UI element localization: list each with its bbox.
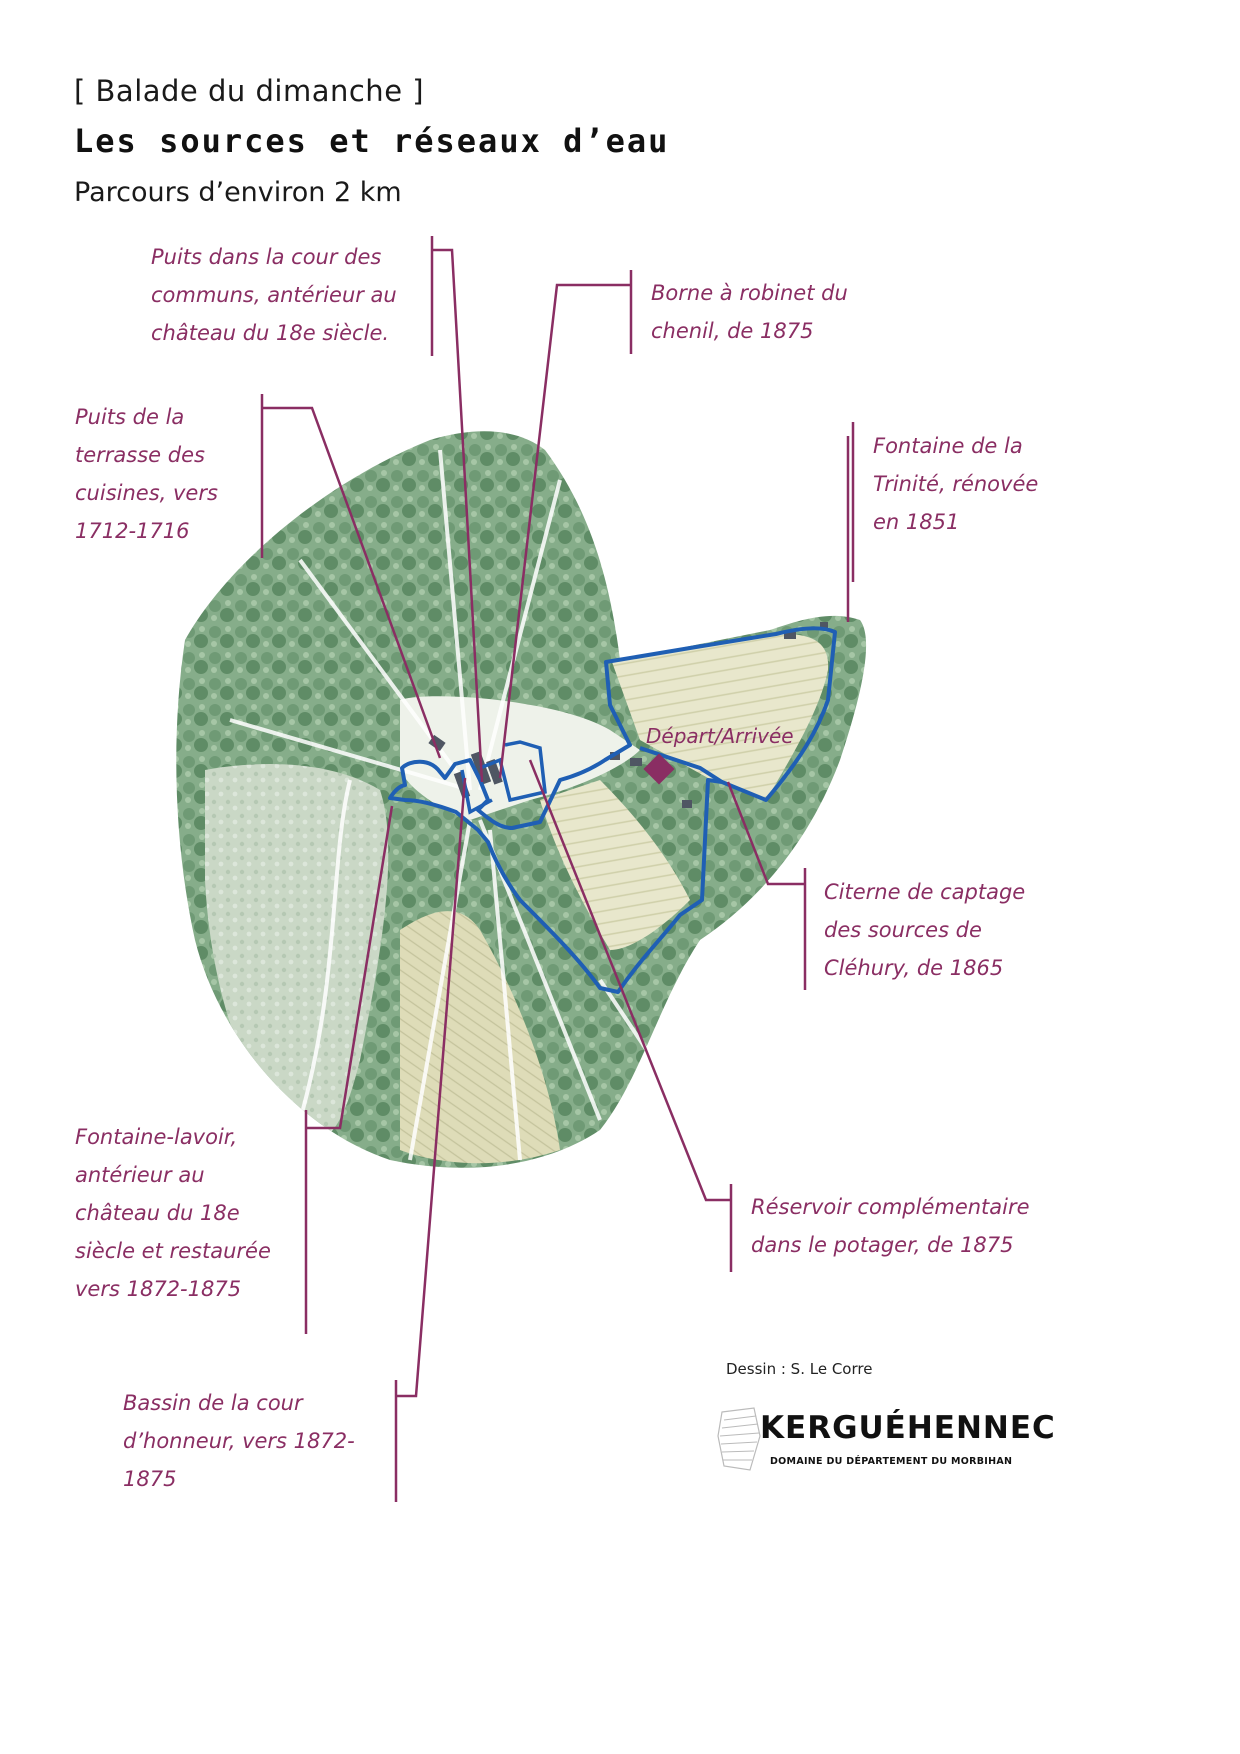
start-label: Départ/Arrivée bbox=[646, 724, 794, 748]
annotation-fontaine-trinite: Fontaine de la Trinité, rénovée en 1851 bbox=[873, 434, 1039, 534]
annotation-borne-chenil: Borne à robinet du chenil, de 1875 bbox=[651, 281, 848, 343]
logo-wordmark: KERGUÉHENNEC bbox=[760, 1410, 1056, 1446]
annotation-reservoir-potager: Réservoir complémentaire dans le potager… bbox=[751, 1195, 1030, 1257]
leader-lines bbox=[260, 236, 855, 1502]
logo-emblem-icon bbox=[717, 1407, 761, 1471]
drawing-credit: Dessin : S. Le Corre bbox=[726, 1360, 873, 1378]
walk-route bbox=[388, 626, 837, 994]
annotation-citerne-clehury: Citerne de captage des sources de Cléhur… bbox=[824, 880, 1026, 980]
logo-tagline: Domaine du département du Morbihan bbox=[770, 1456, 1013, 1467]
map-base bbox=[176, 431, 867, 1168]
annotation-puits-terrasse: Puits de la terrasse des cuisines, vers … bbox=[75, 405, 218, 543]
walk-map bbox=[176, 236, 867, 1502]
annotation-puits-communs: Puits dans la cour des communs, antérieu… bbox=[151, 245, 397, 345]
page-title: Les sources et réseaux d’eau bbox=[74, 122, 670, 160]
annotation-fontaine-lavoir: Fontaine-lavoir, antérieur au château du… bbox=[75, 1125, 271, 1301]
page-kicker: [ Balade du dimanche ] bbox=[74, 74, 425, 108]
page-subtitle: Parcours d’environ 2 km bbox=[74, 177, 402, 208]
annotation-bassin-honneur: Bassin de la cour d’honneur, vers 1872-1… bbox=[123, 1391, 355, 1491]
